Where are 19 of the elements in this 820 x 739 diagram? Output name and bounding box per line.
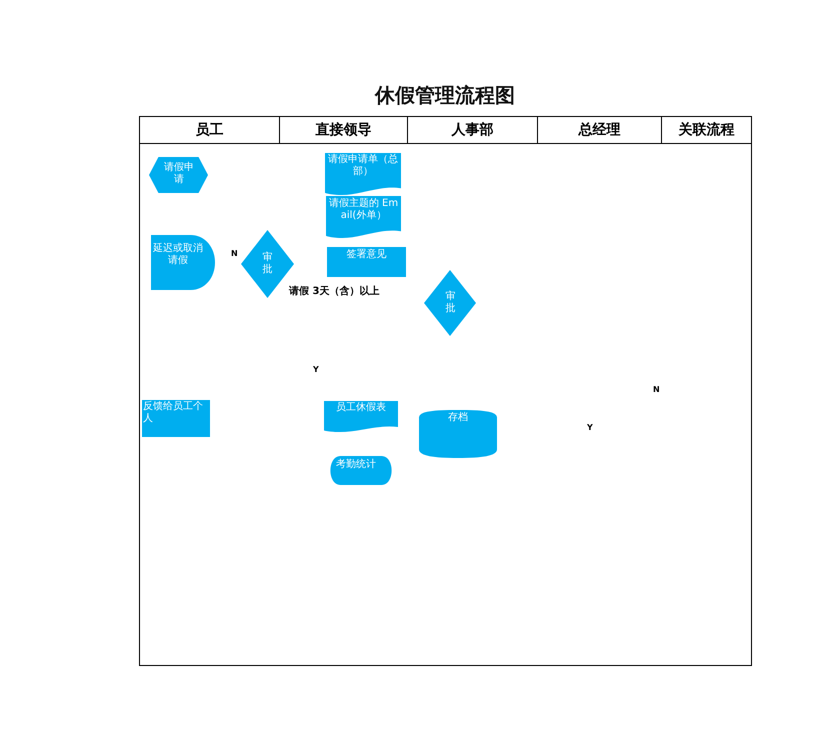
decision-diamond: 审批 xyxy=(424,270,476,336)
document-shape: 请假申请单（总部） xyxy=(325,153,401,195)
document-shape: 请假主题的 Email(外单） xyxy=(326,196,401,238)
branch-label: Y xyxy=(587,423,593,432)
lane-header: 总经理 xyxy=(538,117,662,143)
branch-label: N xyxy=(231,249,238,258)
process-box: 签署意见 xyxy=(327,247,406,277)
lane-header: 人事部 xyxy=(408,117,538,143)
branch-label: Y xyxy=(313,365,319,374)
branch-label: N xyxy=(653,385,660,394)
delay-shape: 延迟或取消请假 xyxy=(151,235,215,290)
lane-header: 员工 xyxy=(140,117,280,143)
document-shape: 员工休假表 xyxy=(324,401,398,432)
storage-cylinder: 存档 xyxy=(419,410,497,458)
lane-header: 关联流程 xyxy=(677,120,736,140)
preparation-hexagon: 请假申请 xyxy=(149,157,208,193)
process-box: 反馈给员工个人 xyxy=(142,400,210,437)
lane-header: 直接领导 xyxy=(280,117,408,143)
diagram-title: 休假管理流程图 xyxy=(375,83,515,107)
